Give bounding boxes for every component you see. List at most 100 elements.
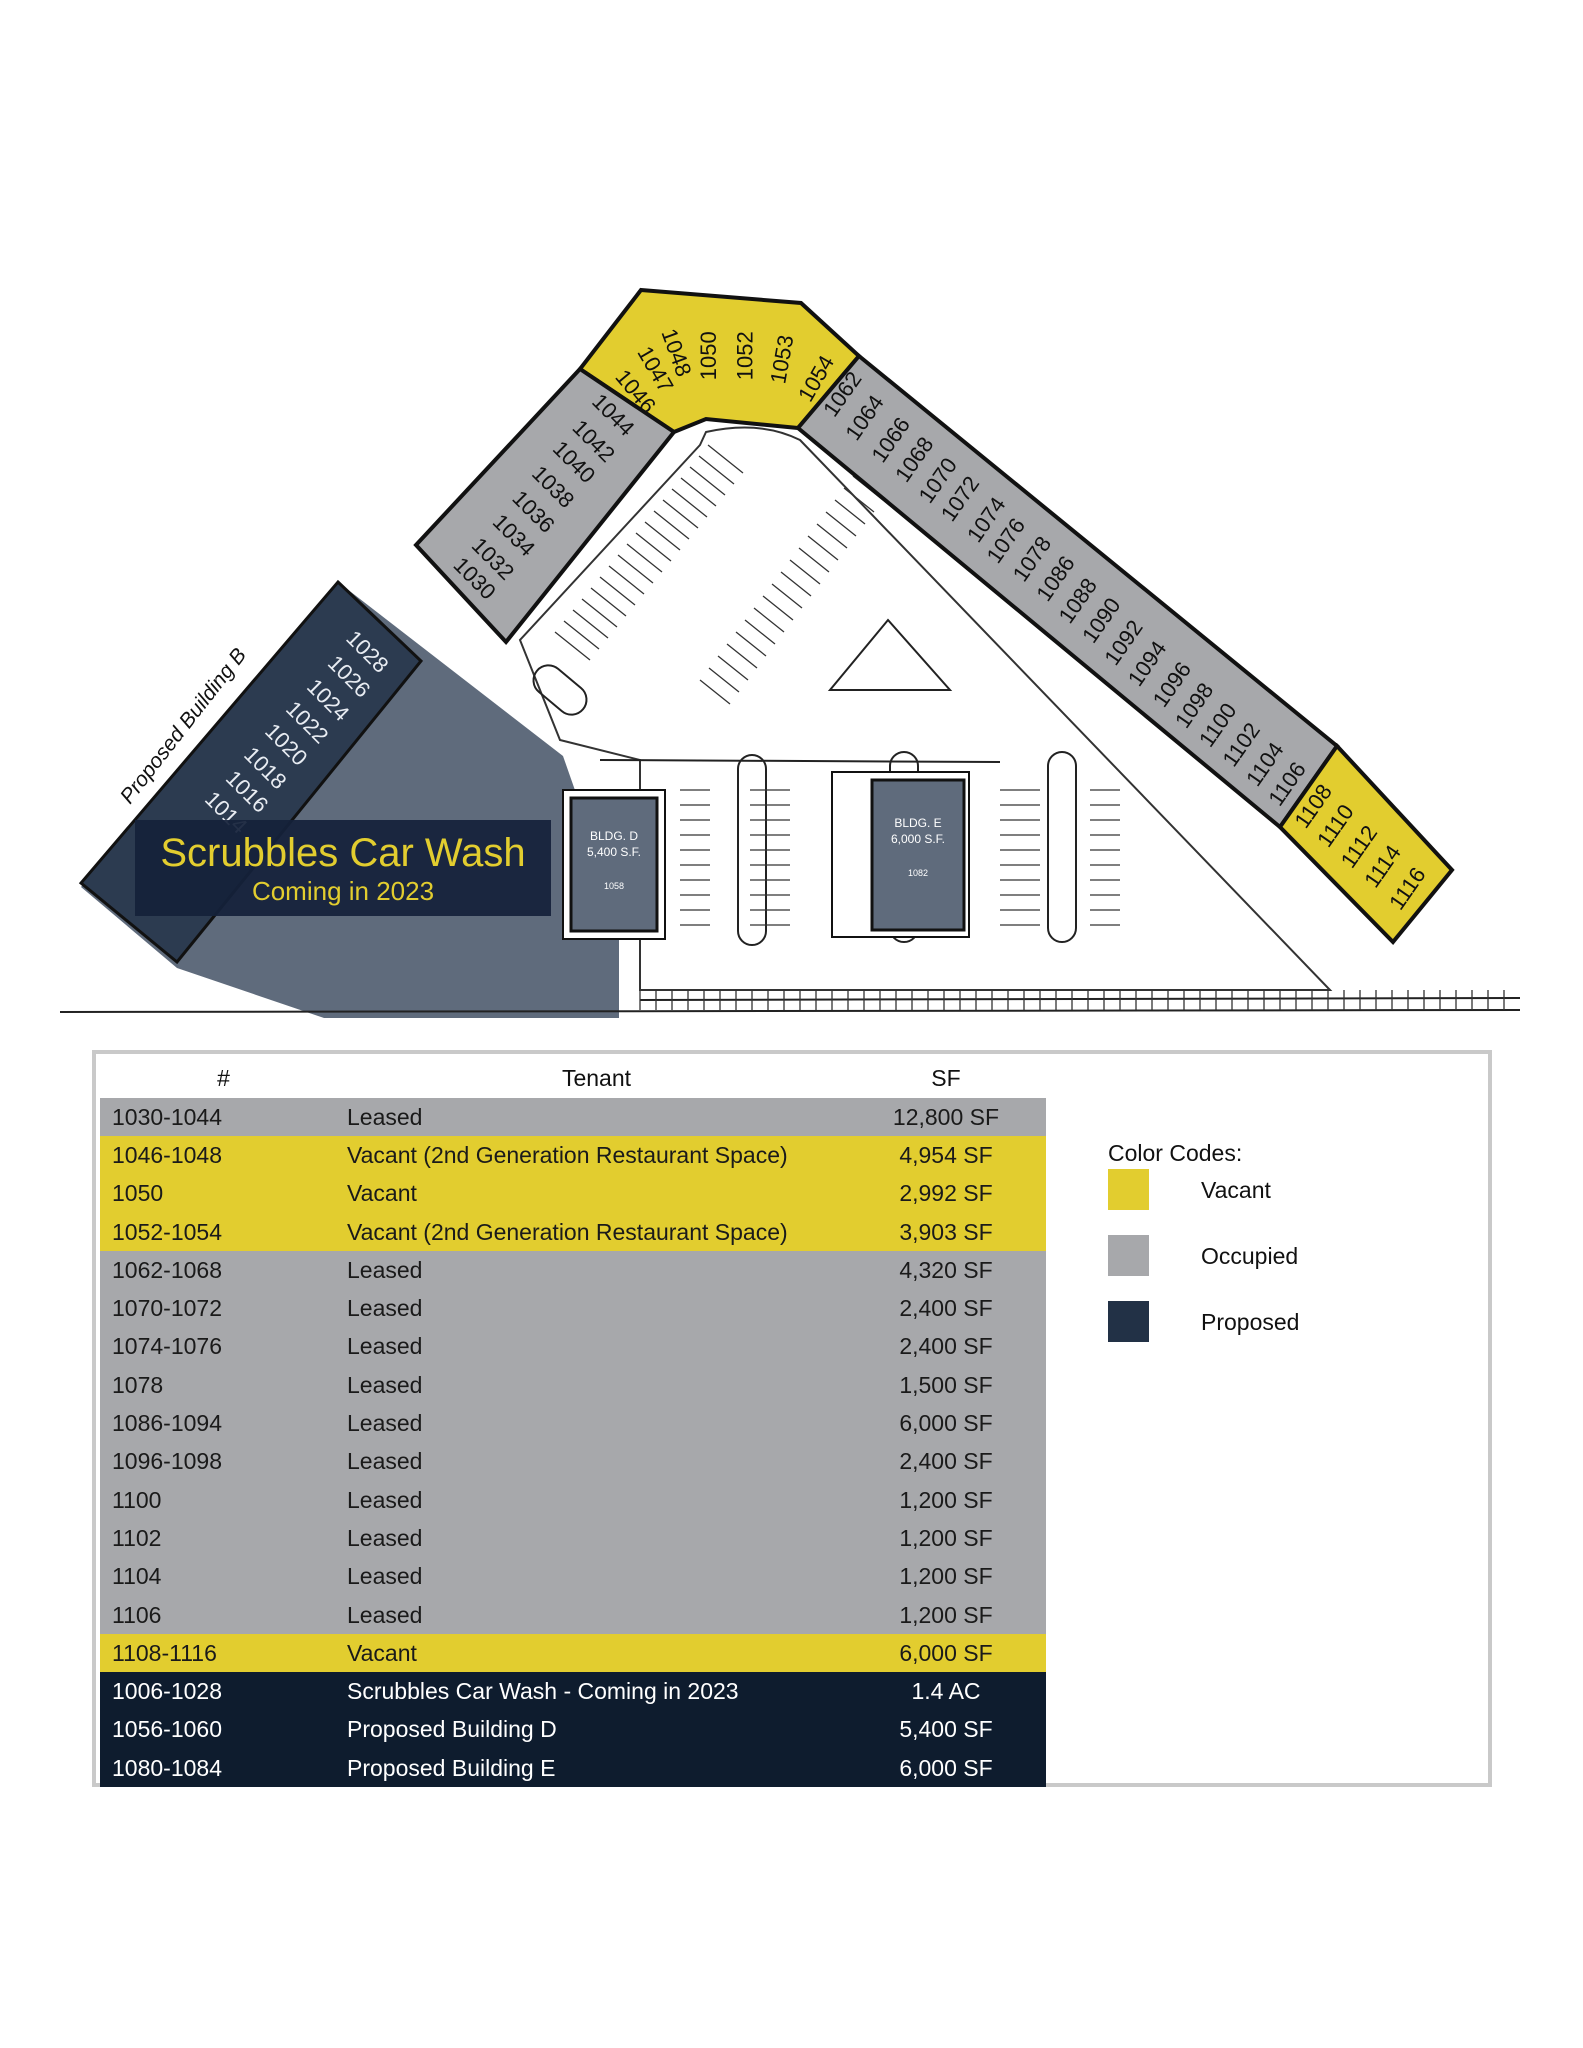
parking-stall-line	[617, 554, 654, 584]
unit-cell: 1078	[100, 1366, 347, 1405]
parking-stall-line	[816, 523, 848, 549]
sf-cell: 6,000 SF	[846, 1404, 1046, 1443]
parking-stall-line	[572, 609, 609, 639]
parking-lot	[59, 426, 1521, 1013]
parking-stall-line	[708, 667, 740, 693]
unit-cell: 1046-1048	[100, 1136, 347, 1175]
unit-cell: 1080-1084	[100, 1749, 347, 1788]
parking-stall-line	[563, 620, 600, 650]
bldg-e-size: 6,000 S.F.	[891, 832, 945, 846]
unit-cell: 1096-1098	[100, 1442, 347, 1481]
sf-cell: 5,400 SF	[846, 1710, 1046, 1750]
sf-cell: 1,200 SF	[846, 1480, 1046, 1520]
parking-stall-line	[590, 587, 627, 617]
parking-stall-line	[753, 607, 785, 633]
tenant-cell: Scrubbles Car Wash - Coming in 2023	[347, 1672, 846, 1711]
parking-stall-line	[762, 595, 794, 621]
unit-cell: 1006-1028	[100, 1672, 347, 1711]
parking-stall-line	[825, 511, 857, 537]
bldg-d-size: 5,400 S.F.	[587, 845, 641, 859]
parking-stall-line	[717, 655, 749, 681]
unit-label: 1050	[696, 331, 721, 380]
tenant-cell: Vacant (2nd Generation Restaurant Space)	[347, 1136, 846, 1175]
legend-item: Vacant	[1108, 1169, 1271, 1210]
bldg-e-name: BLDG. E	[894, 816, 941, 830]
header-unit: #	[100, 1058, 347, 1098]
unit-cell: 1104	[100, 1557, 347, 1596]
parking-stall-line	[698, 455, 735, 485]
parking-stall-line	[554, 631, 591, 661]
parking-stall-line	[807, 535, 839, 561]
parking-stall-line	[834, 499, 866, 525]
sf-cell: 1,200 SF	[846, 1595, 1046, 1635]
legend-swatch	[1108, 1169, 1149, 1210]
tenant-cell: Leased	[347, 1595, 846, 1635]
bldg-d: BLDG. D 5,400 S.F. 1058	[562, 789, 666, 940]
legend-label: Vacant	[1201, 1177, 1271, 1203]
sf-cell: 4,320 SF	[846, 1251, 1046, 1290]
unit-label: 1052	[733, 331, 758, 380]
parking-stall-line	[789, 559, 821, 585]
tenant-cell: Leased	[347, 1289, 846, 1328]
parking-stall-line	[707, 444, 744, 474]
sf-cell: 3,903 SF	[846, 1212, 1046, 1252]
unit-cell: 1056-1060	[100, 1710, 347, 1750]
building-right-end-vacant	[1277, 742, 1455, 945]
sf-cell: 2,400 SF	[846, 1289, 1046, 1328]
parking-stall-line	[671, 488, 708, 518]
unit-cell: 1050	[100, 1174, 347, 1213]
bldg-e-unit: 1082	[908, 868, 928, 878]
callout-subtitle: Coming in 2023	[252, 876, 434, 906]
tenant-cell: Vacant	[347, 1634, 846, 1673]
sf-cell: 1.4 AC	[846, 1672, 1046, 1711]
bldg-d-unit: 1058	[604, 881, 624, 891]
parking-stall-line	[843, 487, 875, 513]
unit-cell: 1074-1076	[100, 1327, 347, 1367]
parking-stall-line	[726, 643, 758, 669]
sf-cell: 1,200 SF	[846, 1557, 1046, 1596]
tenant-cell: Leased	[347, 1366, 846, 1405]
unit-cell: 1070-1072	[100, 1289, 347, 1328]
car-wash-callout: Scrubbles Car Wash Coming in 2023	[135, 820, 551, 916]
parking-stall-line	[744, 619, 776, 645]
parking-stall-line	[653, 510, 690, 540]
header-sf: SF	[846, 1058, 1046, 1098]
legend-title: Color Codes:	[1108, 1140, 1243, 1166]
legend-item: Proposed	[1108, 1301, 1299, 1342]
tenant-cell: Leased	[347, 1442, 846, 1481]
building-left-wing-occupied	[413, 366, 677, 646]
sf-cell: 6,000 SF	[846, 1749, 1046, 1788]
parking-stall-line	[780, 571, 812, 597]
tenant-cell: Leased	[347, 1480, 846, 1520]
bldg-d-name: BLDG. D	[590, 829, 638, 843]
sf-cell: 6,000 SF	[846, 1634, 1046, 1673]
legend-swatch	[1108, 1235, 1149, 1276]
sf-cell: 1,200 SF	[846, 1519, 1046, 1558]
tenant-cell: Proposed Building E	[347, 1749, 846, 1788]
parking-stall-line	[644, 521, 681, 551]
parking-stall-line	[689, 466, 726, 496]
tenant-cell: Vacant	[347, 1174, 846, 1213]
parking-stall-line	[771, 583, 803, 609]
tenant-cell: Vacant (2nd Generation Restaurant Space)	[347, 1212, 846, 1252]
legend-swatch	[1108, 1301, 1149, 1342]
sf-cell: 2,400 SF	[846, 1442, 1046, 1481]
tenant-cell: Leased	[347, 1098, 846, 1137]
unit-cell: 1052-1054	[100, 1212, 347, 1252]
tenant-cell: Leased	[347, 1251, 846, 1290]
tenant-cell: Leased	[347, 1327, 846, 1367]
